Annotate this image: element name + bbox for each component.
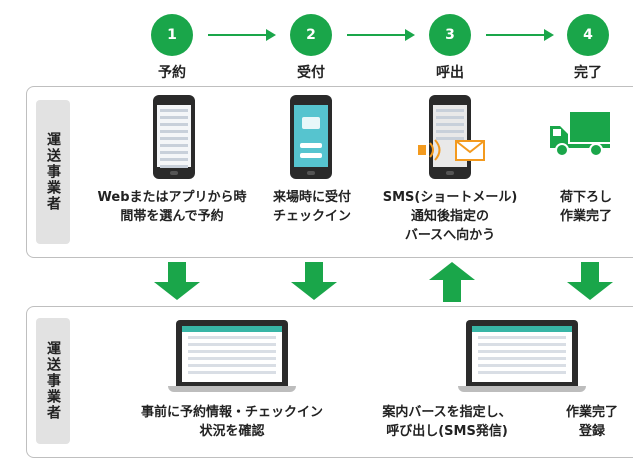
down-arrow-2	[291, 262, 337, 302]
sms-envelope-icon	[418, 139, 485, 161]
step-4-label: 完了	[574, 65, 602, 81]
down-arrow-1	[154, 262, 200, 302]
step-1-label: 予約	[158, 65, 186, 81]
bottom-side-tag: 運送事業者	[36, 318, 70, 444]
smartphone-checkin-icon	[290, 95, 332, 179]
top-caption-complete: 荷下ろし 作業完了	[559, 190, 612, 224]
smartphone-reservation-icon	[153, 95, 195, 179]
up-arrow-3	[429, 262, 475, 302]
step-4-circle: 4	[567, 14, 609, 56]
laptop-dashboard-icon	[176, 320, 288, 386]
top-caption-reservation: Webまたはアプリから時 間帯を選んで予約	[97, 190, 247, 224]
down-arrow-4	[567, 262, 613, 302]
step-3-label: 呼出	[436, 65, 464, 81]
laptop-base	[458, 386, 586, 392]
top-side-label: 運送事業者	[45, 132, 61, 212]
bottom-side-label: 運送事業者	[45, 341, 61, 421]
step-3-circle: 3	[429, 14, 471, 56]
step-arrow-1-2	[208, 29, 276, 41]
top-side-tag: 運送事業者	[36, 100, 70, 244]
truck-icon	[550, 112, 610, 157]
step-2-label: 受付	[297, 65, 325, 81]
bottom-caption-call: 案内バースを指定し、 呼び出し(SMS発信)	[382, 405, 512, 439]
top-caption-checkin: 来場時に受付 チェックイン	[272, 190, 351, 224]
laptop-dashboard-icon	[466, 320, 578, 386]
step-arrow-3-4	[486, 29, 554, 41]
bottom-caption-register: 作業完了 登録	[565, 405, 618, 439]
top-caption-sms: SMS(ショートメール) 通知後指定の バースへ向かう	[382, 190, 518, 243]
step-arrow-2-3	[347, 29, 415, 41]
laptop-base	[168, 386, 296, 392]
step-1-circle: 1	[151, 14, 193, 56]
bottom-caption-confirm: 事前に予約情報・チェックイン 状況を確認	[140, 405, 323, 439]
step-2-circle: 2	[290, 14, 332, 56]
